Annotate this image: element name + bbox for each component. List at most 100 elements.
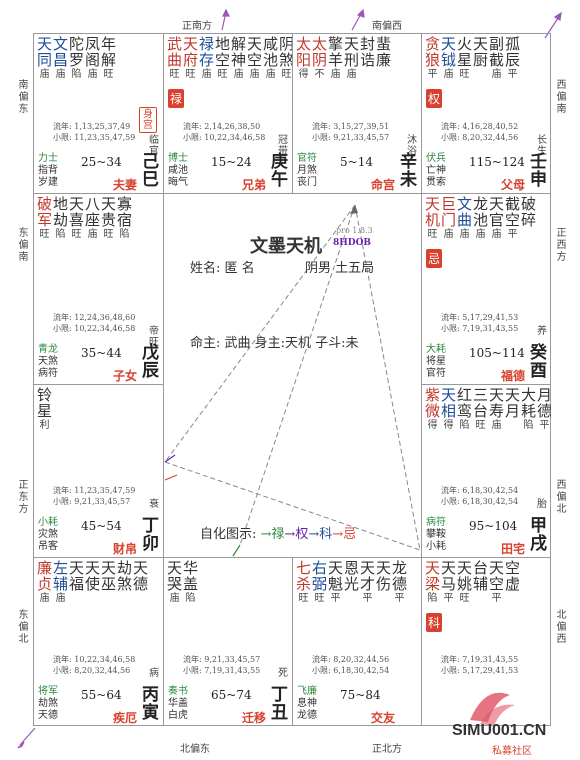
xiaoxian-text: 小限: 9,21,33,45,57 <box>53 497 131 506</box>
star-char: 天 <box>69 559 85 577</box>
star-char: 天 <box>167 559 183 577</box>
star-char: 天 <box>69 195 85 213</box>
star-char: 盖 <box>183 575 199 593</box>
star-char: 天 <box>37 35 53 53</box>
boshi-star: 亡神 <box>426 165 446 176</box>
boshi-star: 息神 <box>297 698 317 709</box>
grid-line <box>33 193 551 194</box>
star-char: 天 <box>441 35 457 53</box>
direction-left-d: 东偏北 <box>18 610 29 645</box>
star: 陀罗陷 <box>69 36 84 82</box>
liunian-text: 流年: 1,13,25,37,49 <box>53 122 131 131</box>
star-brightness: 旺 <box>71 229 82 240</box>
star: 阴煞旺 <box>279 36 292 82</box>
star: 红鸾陷 <box>457 387 472 433</box>
star: 天福 <box>69 560 84 606</box>
palace-wu: 武曲旺天府旺禄存庙地空旺解神庙天空庙咸池庙阴煞旺禄流年: 2,14,26,38,… <box>163 33 292 193</box>
boshi-star: 将军 <box>38 686 58 697</box>
star-brightness: 旺 <box>427 229 438 240</box>
star: 恩光 <box>344 560 359 606</box>
star-brightness: 得 <box>298 69 309 80</box>
star-char: 弼 <box>312 575 328 593</box>
star-char: 天 <box>101 195 117 213</box>
daxian-range: 55~64 <box>81 688 122 702</box>
star: 天空庙 <box>247 36 262 82</box>
star-char: 寿 <box>489 402 505 420</box>
star-char: 天 <box>441 559 457 577</box>
liunian-text: 流年: 6,18,30,42,54 <box>441 486 519 495</box>
star-brightness: 庙 <box>443 229 454 240</box>
star: 劫煞 <box>117 560 132 606</box>
star-char: 相 <box>441 402 457 420</box>
star-char: 钺 <box>441 51 457 69</box>
star-char: 右 <box>312 559 328 577</box>
daxian-range: 15~24 <box>211 155 252 169</box>
star-char: 罗 <box>69 51 85 69</box>
star: 七杀旺 <box>296 560 311 606</box>
star: 空虚 <box>505 560 520 606</box>
star: 天使 <box>85 560 100 606</box>
star-brightness: 利 <box>39 420 50 431</box>
star: 年解旺 <box>101 36 116 82</box>
star-char: 三 <box>473 386 489 404</box>
star-brightness: 旺 <box>185 69 196 80</box>
palace-name: 交友 <box>370 711 395 725</box>
changsheng-label: 长生 <box>537 135 547 157</box>
star-char: 德 <box>133 575 149 593</box>
star-brightness: 旺 <box>39 229 50 240</box>
star-brightness: 旺 <box>314 593 325 604</box>
changsheng-label: 帝旺 <box>149 326 159 348</box>
star-brightness: 平 <box>507 69 518 80</box>
grid-line <box>33 557 551 558</box>
xiaoxian-text: 小限: 8,20,32,44,56 <box>441 133 519 142</box>
star-char: 七 <box>296 559 312 577</box>
star: 天寿庙 <box>489 387 504 433</box>
star-brightness: 旺 <box>103 69 114 80</box>
liunian-text: 流年: 11,23,35,47,59 <box>53 486 136 495</box>
star-char: 文 <box>457 195 473 213</box>
star-char: 星 <box>37 402 53 420</box>
star-char: 军 <box>37 211 53 229</box>
star-char: 铃 <box>37 386 53 404</box>
star-char: 大 <box>521 386 537 404</box>
daxian-range: 25~34 <box>81 155 122 169</box>
liunian-text: 流年: 5,17,29,41,53 <box>441 313 519 322</box>
star-char: 羊 <box>328 51 344 69</box>
star-char: 巨 <box>441 195 457 213</box>
star: 华盖陷 <box>183 560 198 606</box>
sihua-badge: 禄 <box>168 89 185 108</box>
ganzhi-label: 丙寅 <box>142 685 159 723</box>
star-brightness: 旺 <box>103 229 114 240</box>
star-char: 曲 <box>457 211 473 229</box>
star: 天刑庙 <box>344 36 359 82</box>
xiaoxian-text: 小限: 7,19,31,43,55 <box>183 666 261 675</box>
star-char: 辅 <box>473 575 489 593</box>
star: 火星旺 <box>457 36 472 82</box>
direction-right-b: 正西方 <box>556 228 567 263</box>
changsheng-label: 冠带 <box>278 135 288 157</box>
star-brightness: 庙 <box>491 420 502 431</box>
star-char: 阳 <box>296 51 312 69</box>
star-char: 月 <box>505 402 521 420</box>
changsheng-label: 死 <box>278 668 288 679</box>
boshi-star: 小耗 <box>426 541 446 552</box>
grid-line <box>292 557 293 726</box>
star-char: 空 <box>215 51 231 69</box>
star-row: 紫微得天相得红鸾陷三台旺天寿庙天月大耗陷月德平 <box>425 387 551 433</box>
ganzhi-label: 甲戌 <box>530 516 547 554</box>
star-char: 恩 <box>344 559 360 577</box>
star-char: 空 <box>505 559 521 577</box>
boshi-star: 龙德 <box>297 710 317 721</box>
liunian-text: 流年: 2,14,26,38,50 <box>183 122 261 131</box>
star: 擎羊庙 <box>328 36 343 82</box>
star-char: 副 <box>489 35 505 53</box>
star-char: 蜚 <box>376 35 392 53</box>
star-char: 阴 <box>279 35 292 53</box>
star-char: 封 <box>360 35 376 53</box>
grid-line <box>163 33 164 726</box>
sihua-badge: 权 <box>426 89 443 108</box>
